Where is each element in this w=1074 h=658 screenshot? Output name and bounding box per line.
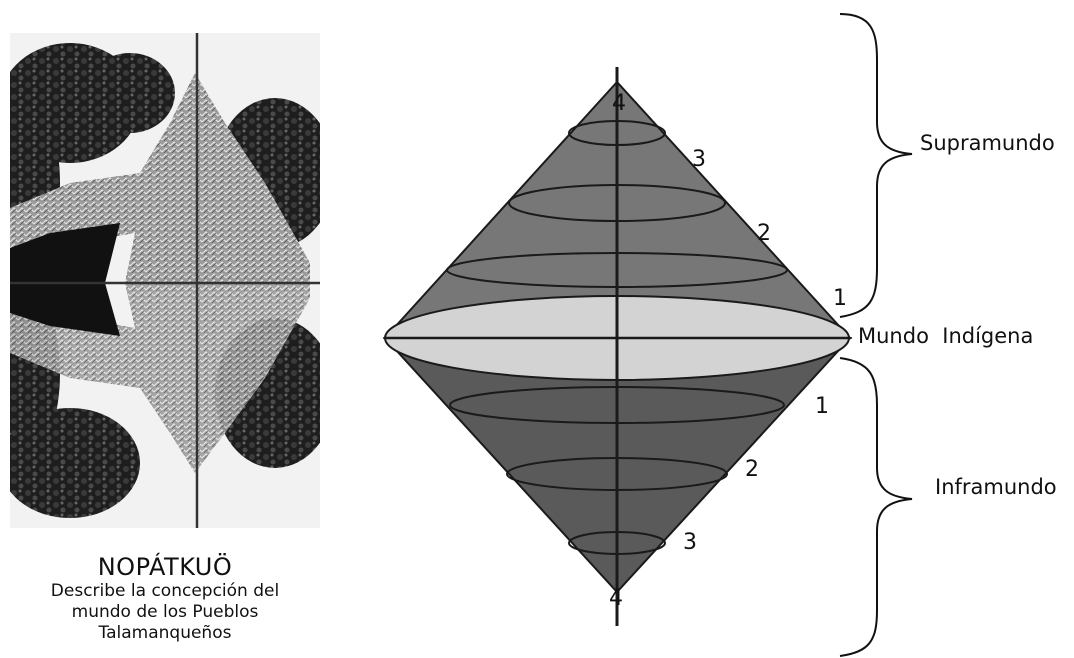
lower-level-label: 2 xyxy=(745,457,759,482)
upper-level-label: 4 xyxy=(612,91,626,116)
caption-line: mundo de los Pueblos xyxy=(71,602,259,622)
inframundo-brace xyxy=(839,357,913,657)
upper-level-label: 1 xyxy=(833,286,847,311)
lower-level-label: 4 xyxy=(609,586,623,611)
lower-level-label: 1 xyxy=(815,394,829,419)
upper-level-label: 2 xyxy=(757,221,771,246)
lower-level-label: 3 xyxy=(683,530,697,555)
supramundo-label: Supramundo xyxy=(920,131,1055,155)
upper-level-label: 3 xyxy=(692,147,706,172)
caption-line: Talamanqueños xyxy=(98,623,232,643)
mundo-indigena-label: Mundo Indígena xyxy=(858,324,1033,348)
caption-title: NOPÁTKUÖ xyxy=(97,553,233,581)
hut-reflection-photo xyxy=(10,33,320,528)
inframundo-label: Inframundo xyxy=(935,475,1057,499)
caption-line: Describe la concepción del xyxy=(50,581,280,601)
photo-caption: NOPÁTKUÖ Describe la concepción del mund… xyxy=(10,553,320,644)
supramundo-brace xyxy=(839,13,913,318)
trees-top xyxy=(10,43,320,263)
